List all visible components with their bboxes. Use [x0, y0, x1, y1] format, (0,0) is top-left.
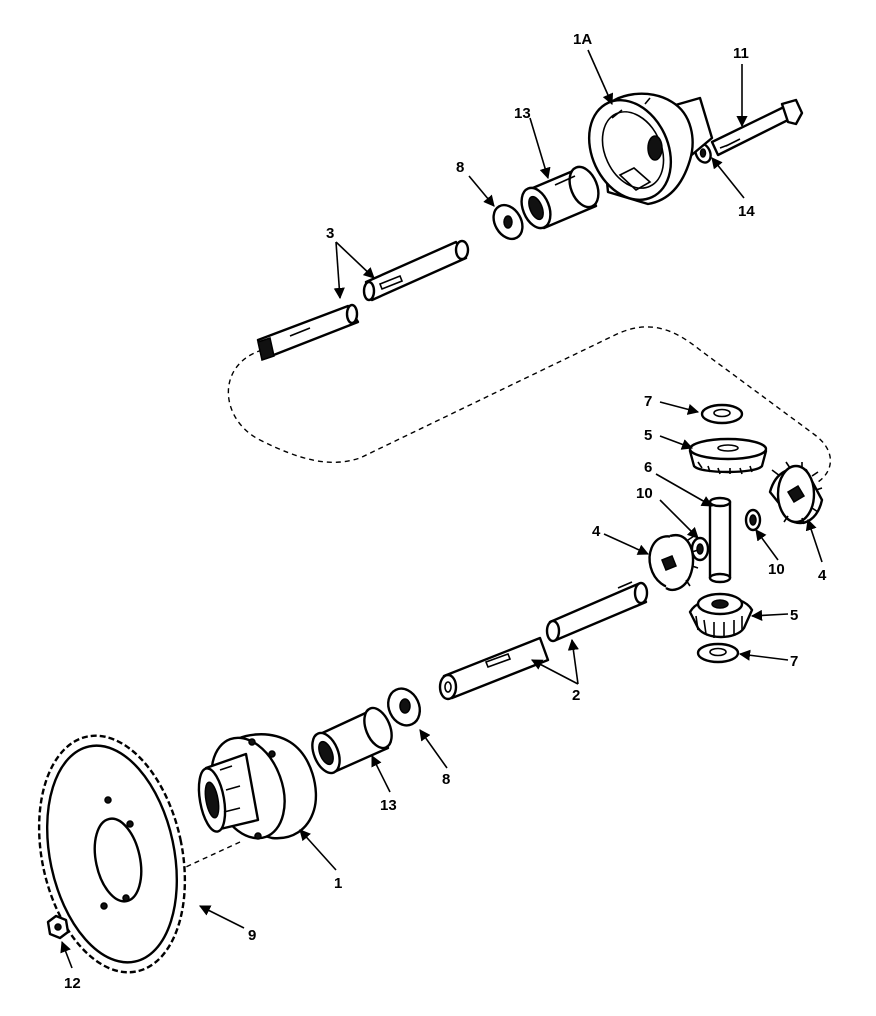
washer-10-right: [744, 508, 762, 532]
pin-6: [708, 496, 732, 584]
callout-7-top: 7: [644, 393, 652, 410]
callout-8-bottom: 8: [442, 771, 450, 788]
callout-4-right: 4: [818, 567, 827, 584]
callout-1A: 1A: [573, 31, 592, 48]
callout-6: 6: [644, 459, 652, 476]
callout-3: 3: [326, 225, 334, 242]
sprocket-9: [37, 734, 187, 974]
callout-2: 2: [572, 687, 580, 704]
axle-3: [256, 239, 470, 361]
gear-4-left: [648, 533, 699, 591]
carrier-1: [197, 733, 318, 840]
bolt-11: [710, 98, 804, 157]
gear-4-right: [768, 461, 824, 525]
callout-13-top: 13: [514, 105, 531, 122]
callout-labels: 1A 11 13 8 14 3 7 5 6 10 4 10 4 5 7 2 8 …: [64, 31, 827, 992]
gear-5-top: [688, 437, 768, 475]
callout-1: 1: [334, 875, 342, 892]
callout-11: 11: [733, 45, 749, 62]
washer-8-top: [492, 203, 524, 241]
callout-9: 9: [248, 927, 256, 944]
axle-2: [438, 581, 649, 701]
callout-13-bottom: 13: [380, 797, 397, 814]
nut-12: [46, 914, 70, 940]
callout-14: 14: [738, 203, 755, 220]
leader-lines: [60, 49, 823, 969]
callout-12: 12: [64, 975, 81, 992]
callout-10-right: 10: [768, 561, 785, 578]
gear-5-bottom: [688, 592, 754, 639]
bushing-13-bottom: [311, 706, 393, 775]
callout-4-left: 4: [592, 523, 601, 540]
callout-10-left: 10: [636, 485, 653, 502]
washer-7-bottom: [696, 642, 740, 664]
callout-7-bottom: 7: [790, 653, 798, 670]
washer-10-left: [690, 536, 710, 562]
bushing-13-top: [520, 165, 600, 230]
housing-1A: [587, 92, 714, 206]
washer-8-bottom: [387, 687, 421, 727]
washer-7-top: [700, 403, 744, 425]
callout-5-bottom: 5: [790, 607, 798, 624]
callout-8-top: 8: [456, 159, 464, 176]
callout-5-top: 5: [644, 427, 652, 444]
assembly-guide-line: [227, 326, 832, 483]
